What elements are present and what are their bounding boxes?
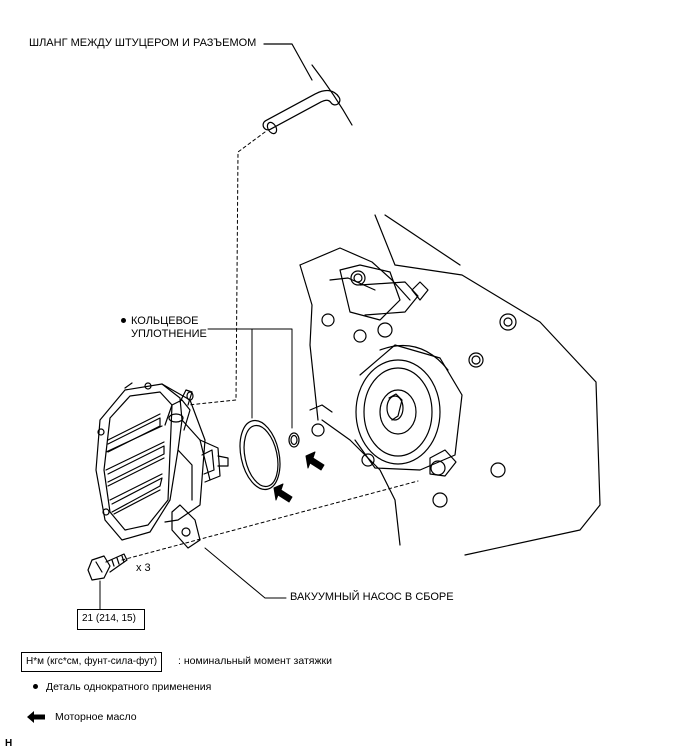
oring-label-line1: КОЛЬЦЕВОЕ (131, 315, 199, 327)
oring-leader (207, 328, 293, 429)
torque-value-box: 21 (214, 15) (77, 609, 145, 630)
oring-drawings (239, 419, 300, 491)
legend-torque-unit-box: Н*м (кгс*см, фунт-сила-фут) (21, 652, 163, 672)
legend-engine-oil-label: Моторное масло (55, 711, 137, 723)
oring-label-line2: УПЛОТНЕНИЕ (131, 328, 207, 340)
guide-lines (121, 131, 419, 561)
vacuum-pump-drawing (95, 382, 229, 549)
bolt-drawing (87, 553, 128, 611)
engine-housing-drawing (299, 214, 601, 556)
non-reusable-dot (121, 318, 126, 323)
legend-non-reusable-dot (33, 684, 38, 689)
legend-non-reusable-label: Деталь однократного применения (46, 681, 212, 693)
hose-label: ШЛАНГ МЕЖДУ ШТУЦЕРОМ И РАЗЪЕМОМ (29, 37, 257, 49)
hose-drawing (262, 43, 353, 135)
pump-leader (204, 547, 287, 599)
pump-label: ВАКУУМНЫЙ НАСОС В СБОРЕ (290, 591, 454, 603)
legend-torque-desc: : номинальный момент затяжки (178, 655, 332, 667)
bolt-quantity-label: x 3 (136, 562, 151, 574)
legend-oil-arrow-icon (27, 711, 45, 723)
oil-arrows (273, 451, 325, 503)
corner-mark: H (5, 738, 13, 749)
